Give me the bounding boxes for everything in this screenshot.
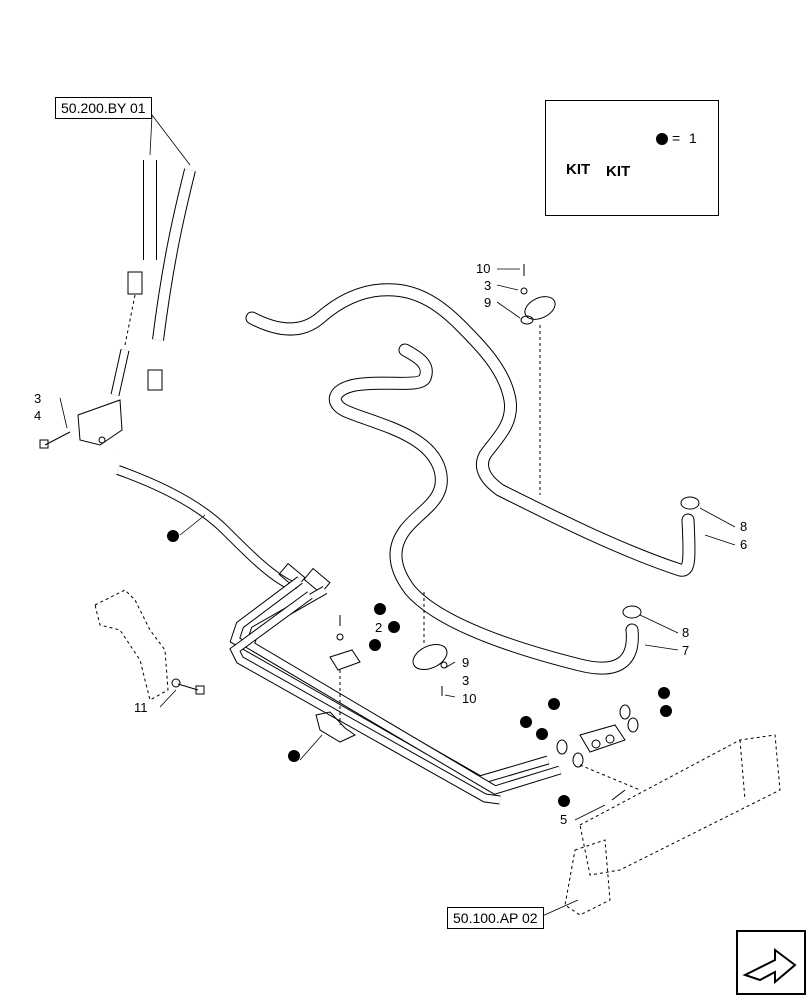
tube-6 [245,283,696,577]
kit-dot-oring-6 [558,795,570,807]
upper-hoses [39,160,196,449]
reference-bottom[interactable]: 50.100.AP 02 [447,907,544,929]
kit-dot-hose [167,530,179,542]
next-arrow-icon [736,930,806,995]
kit-dot-icon [656,133,668,145]
steel-lines [229,576,562,805]
clamp-9-lower [412,592,448,696]
callout-8-upper[interactable]: 8 [740,519,748,534]
callout-7[interactable]: 7 [682,643,690,658]
kit-dot-oring-2 [520,716,532,728]
kit-dot-clip-top [374,603,386,615]
kit-dot-oring-3 [536,728,548,740]
callout-3-lower[interactable]: 3 [462,673,470,688]
tube-7 [328,343,639,675]
clamp-9-upper [520,264,556,495]
callout-11[interactable]: 11 [134,700,148,715]
callout-10-upper[interactable]: 10 [476,261,491,276]
callout-10-lower[interactable]: 10 [462,691,477,706]
kit-label-left: KIT [566,161,591,178]
hose-assembly [116,451,331,595]
callout-5[interactable]: 5 [560,812,568,827]
kit-dot-oring-1 [548,698,560,710]
callout-3-left[interactable]: 3 [34,391,42,406]
callout-9-upper[interactable]: 9 [484,295,492,310]
callout-9-lower[interactable]: 9 [462,655,470,670]
clip-2 [315,615,361,743]
kit-legend-equals: = [672,130,681,146]
kit-dot-clip-right [388,621,400,633]
kit-dot-clip-mid [369,639,381,651]
callout-8-lower[interactable]: 8 [682,625,690,640]
callout-3-upper[interactable]: 3 [484,278,492,293]
kit-dot-oring-4 [658,687,670,699]
bracket-11 [94,589,205,701]
callout-6[interactable]: 6 [740,537,748,552]
callout-2[interactable]: 2 [375,620,383,635]
callout-4[interactable]: 4 [34,408,42,423]
leader-lines [59,114,736,918]
kit-dot-bracket [288,750,300,762]
kit-legend-value: 1 [689,130,697,146]
kit-label-right: KIT [606,163,631,180]
coupler-5 [556,496,700,801]
kit-dot-oring-5 [660,705,672,717]
oil-cooler [564,734,781,916]
kit-legend-box: KIT KIT = 1 [545,100,719,216]
reference-top[interactable]: 50.200.BY 01 [55,97,152,119]
